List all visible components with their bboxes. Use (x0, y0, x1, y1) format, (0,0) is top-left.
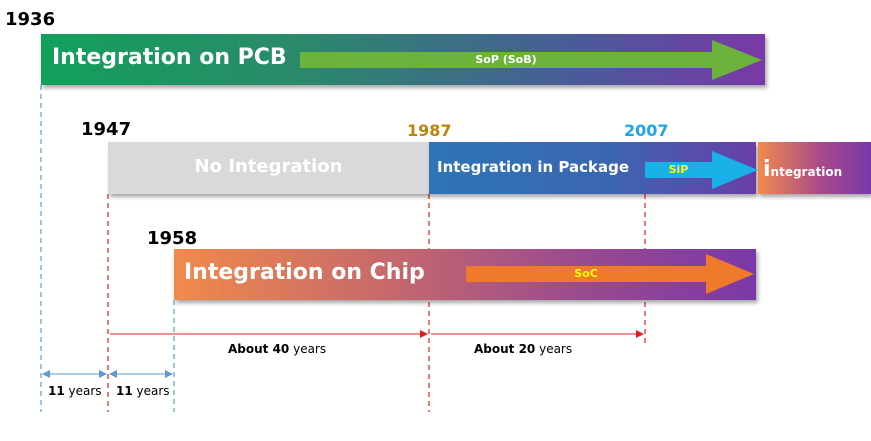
pcb-bar-label: Integration on PCB (52, 45, 287, 70)
gap2-note: 11 years (116, 384, 170, 398)
no-integration-bar (108, 142, 429, 194)
year-2007: 2007 (624, 121, 669, 140)
integration-rest: ntegration (770, 165, 843, 179)
no-integration-label: No Integration (194, 156, 343, 177)
gap1-unit: years (64, 384, 102, 398)
sop-arrow-label: SoP (SoB) (475, 53, 537, 66)
year-1958: 1958 (147, 228, 198, 249)
about40-note: About 40 years (228, 342, 326, 356)
year-1947: 1947 (81, 119, 132, 140)
about20-note: About 20 years (474, 342, 572, 356)
sip-arrow-label: SiP (668, 163, 689, 176)
year-1987: 1987 (407, 121, 452, 140)
year-1936: 1936 (5, 9, 56, 30)
soc-arrow-label: SoC (574, 267, 598, 280)
integration-bar-label: integration (763, 157, 842, 182)
about20-num: About 20 (474, 342, 536, 356)
about20-unit: years (535, 342, 573, 356)
gap1-num: 11 (48, 384, 65, 398)
gap2-num: 11 (116, 384, 133, 398)
chip-bar-label: Integration on Chip (184, 260, 425, 285)
integration-initial: i (763, 157, 771, 182)
about40-num: About 40 (228, 342, 290, 356)
about40-unit: years (289, 342, 327, 356)
package-bar-label: Integration in Package (437, 158, 630, 176)
integration-bar (758, 142, 871, 194)
gap1-note: 11 years (48, 384, 102, 398)
gap2-unit: years (132, 384, 170, 398)
